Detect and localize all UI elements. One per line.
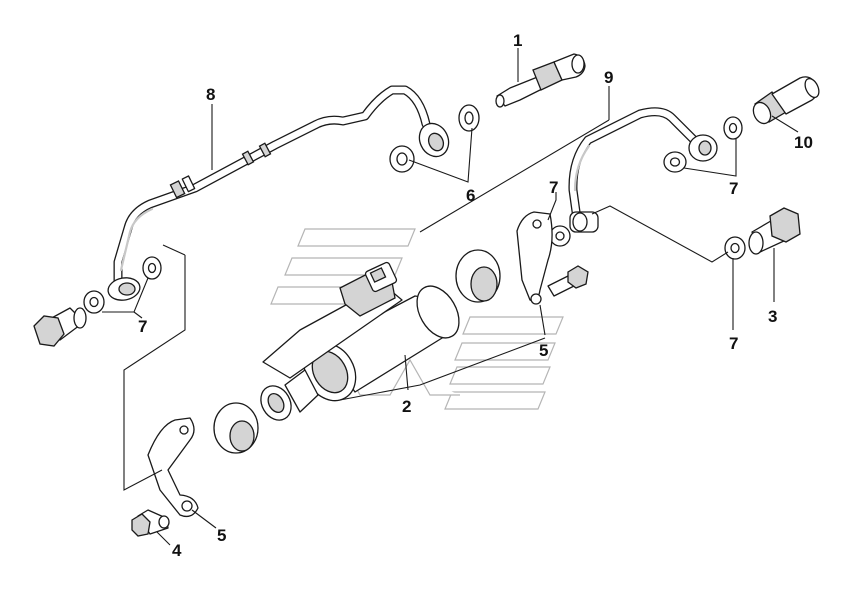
bolt-5-upper bbox=[547, 265, 589, 297]
callout-3: 3 bbox=[768, 307, 777, 326]
fitting-10 bbox=[752, 76, 820, 125]
fitting-1 bbox=[495, 53, 586, 108]
washer-6-a bbox=[389, 145, 415, 173]
callout-7-right-top: 7 bbox=[729, 179, 738, 198]
callout-5-upper: 5 bbox=[539, 341, 548, 360]
washer-7-left-b bbox=[142, 256, 162, 280]
callout-5-lower: 5 bbox=[217, 526, 226, 545]
fuel-line-8 bbox=[107, 85, 450, 301]
callout-7-right-bottom: 7 bbox=[729, 334, 738, 353]
callout-7-middle: 7 bbox=[549, 178, 558, 197]
bracket-5-lower bbox=[147, 417, 199, 518]
callout-9: 9 bbox=[604, 68, 613, 87]
grommet-lower bbox=[213, 402, 259, 454]
bolt-3 bbox=[748, 207, 801, 255]
grommet-upper bbox=[455, 249, 501, 303]
bolt-4 bbox=[131, 509, 170, 537]
washer-7-right-bottom bbox=[724, 236, 746, 260]
callout-2: 2 bbox=[402, 397, 411, 416]
bracket-5-upper bbox=[516, 211, 553, 305]
bolt-left bbox=[33, 307, 87, 347]
washer-7-right-top-b bbox=[723, 116, 743, 140]
fuel-line-9 bbox=[568, 107, 718, 233]
callout-6: 6 bbox=[466, 186, 475, 205]
washer-7-left-a bbox=[83, 290, 105, 314]
leader-lines bbox=[102, 48, 799, 546]
callout-7-left: 7 bbox=[138, 317, 147, 336]
callout-10: 10 bbox=[794, 133, 813, 152]
washer-6-b bbox=[458, 104, 480, 132]
callout-8: 8 bbox=[206, 85, 215, 104]
callouts: 1 2 3 4 5 5 6 7 7 7 7 8 9 10 bbox=[138, 31, 813, 560]
fuel-pump-2 bbox=[260, 261, 460, 421]
washer-7-right-top-a bbox=[663, 151, 687, 173]
callout-1: 1 bbox=[513, 31, 522, 50]
callout-4: 4 bbox=[172, 541, 182, 560]
washer-7-middle bbox=[549, 225, 571, 247]
